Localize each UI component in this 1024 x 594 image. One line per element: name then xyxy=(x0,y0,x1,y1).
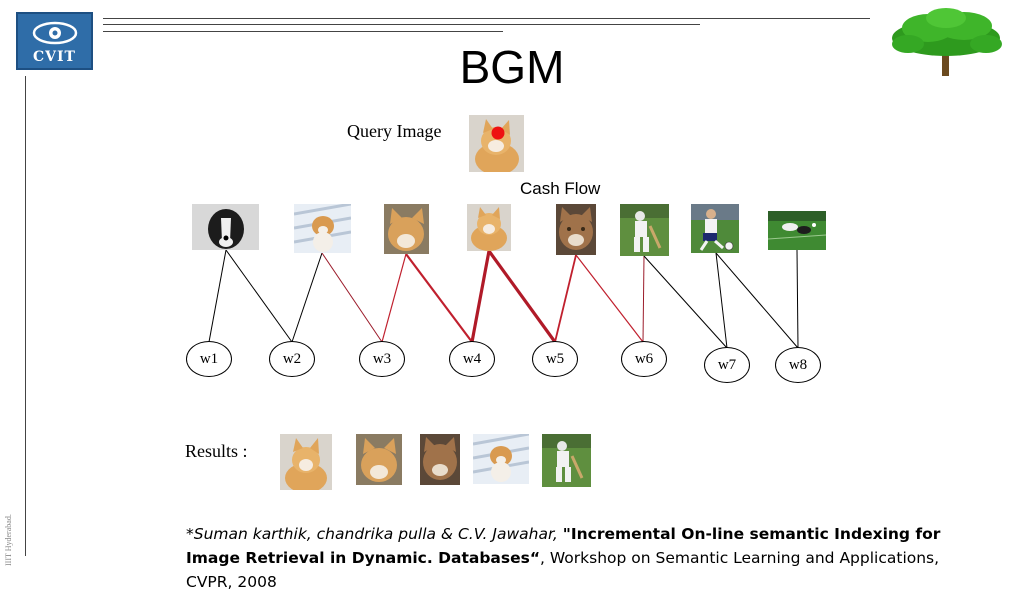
result-image-4 xyxy=(473,434,529,484)
image-node-cat-3 xyxy=(556,204,596,255)
edge-img1-w2 xyxy=(225,249,293,343)
edge-img5-w5 xyxy=(554,254,577,343)
logo-text: CVIT xyxy=(33,49,76,65)
word-node-w3: w3 xyxy=(359,341,405,377)
word-node-w5: w5 xyxy=(532,341,578,377)
edge-img2-w2 xyxy=(291,252,323,343)
word-node-w6: w6 xyxy=(621,341,667,377)
query-image-label: Query Image xyxy=(347,121,442,141)
query-cat-image xyxy=(469,115,524,172)
edge-img2-w3 xyxy=(321,252,383,343)
eye-icon xyxy=(32,21,78,45)
word-node-w1: w1 xyxy=(186,341,232,377)
image-node-football xyxy=(691,204,739,253)
image-node-cricket xyxy=(620,204,669,256)
header-rule-1 xyxy=(103,18,870,19)
cash-flow-label: Cash Flow xyxy=(520,179,601,198)
result-image-5 xyxy=(542,434,591,487)
edge-img3-w3 xyxy=(381,253,407,343)
edge-layer xyxy=(208,249,799,349)
image-node-cat-2 xyxy=(467,204,511,251)
edge-img3-w4 xyxy=(405,253,473,343)
tree-logo xyxy=(892,8,1002,76)
image-node-cat-1 xyxy=(384,204,429,254)
citation: *Suman karthik, chandrika pulla & C.V. J… xyxy=(186,522,986,594)
edge-img7-w8 xyxy=(715,252,799,349)
header-rule-2 xyxy=(103,24,700,25)
edge-img6-w7 xyxy=(643,255,728,349)
cvit-logo: CVIT xyxy=(16,12,93,70)
image-node-puppy xyxy=(294,204,351,253)
word-node-w7: w7 xyxy=(704,347,750,383)
citation-authors: *Suman karthik, chandrika pulla & C.V. J… xyxy=(186,525,558,543)
edge-img7-w7 xyxy=(715,252,728,349)
edge-img8-w8 xyxy=(796,249,799,349)
edge-img6-w6 xyxy=(642,255,645,343)
word-node-w8: w8 xyxy=(775,347,821,383)
results-label: Results : xyxy=(185,441,248,461)
word-node-w2: w2 xyxy=(269,341,315,377)
result-image-1 xyxy=(280,434,332,490)
image-node-dog xyxy=(192,204,259,250)
edge-img4-w4 xyxy=(470,250,491,343)
edge-img4-w5 xyxy=(487,250,557,343)
edge-img5-w6 xyxy=(575,254,644,343)
result-image-3 xyxy=(420,434,460,485)
page-title: BGM xyxy=(459,41,565,93)
word-node-w4: w4 xyxy=(449,341,495,377)
side-rule xyxy=(25,76,26,556)
result-image-2 xyxy=(356,434,402,485)
image-node-football-2 xyxy=(768,211,826,250)
citation-title: "Incremental On-line semantic Indexing f… xyxy=(186,525,941,567)
edge-img1-w1 xyxy=(208,249,227,343)
header-rule-3 xyxy=(103,31,503,32)
